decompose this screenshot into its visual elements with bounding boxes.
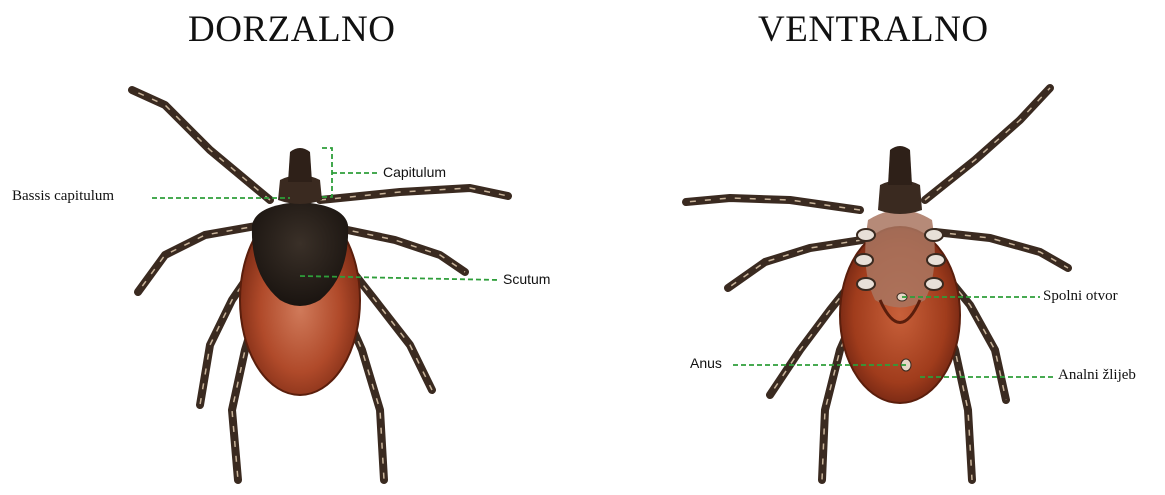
capitulum-bracket: [322, 148, 332, 197]
tick-ventral-view: [686, 88, 1068, 480]
label-spolni-otvor: Spolni otvor: [1043, 288, 1118, 305]
label-capitulum: Capitulum: [383, 164, 446, 180]
label-analni-zlijeb: Analni žlijeb: [1058, 367, 1136, 384]
label-scutum: Scutum: [503, 271, 550, 287]
tick-dorsal-view: [132, 90, 508, 480]
label-anus: Anus: [690, 355, 722, 371]
label-bassis-capitulum: Bassis capitulum: [12, 188, 114, 205]
ventral-mouthparts: [888, 146, 912, 185]
dorsal-mouthparts: [288, 148, 312, 182]
ventral-basis-capituli: [878, 180, 922, 214]
